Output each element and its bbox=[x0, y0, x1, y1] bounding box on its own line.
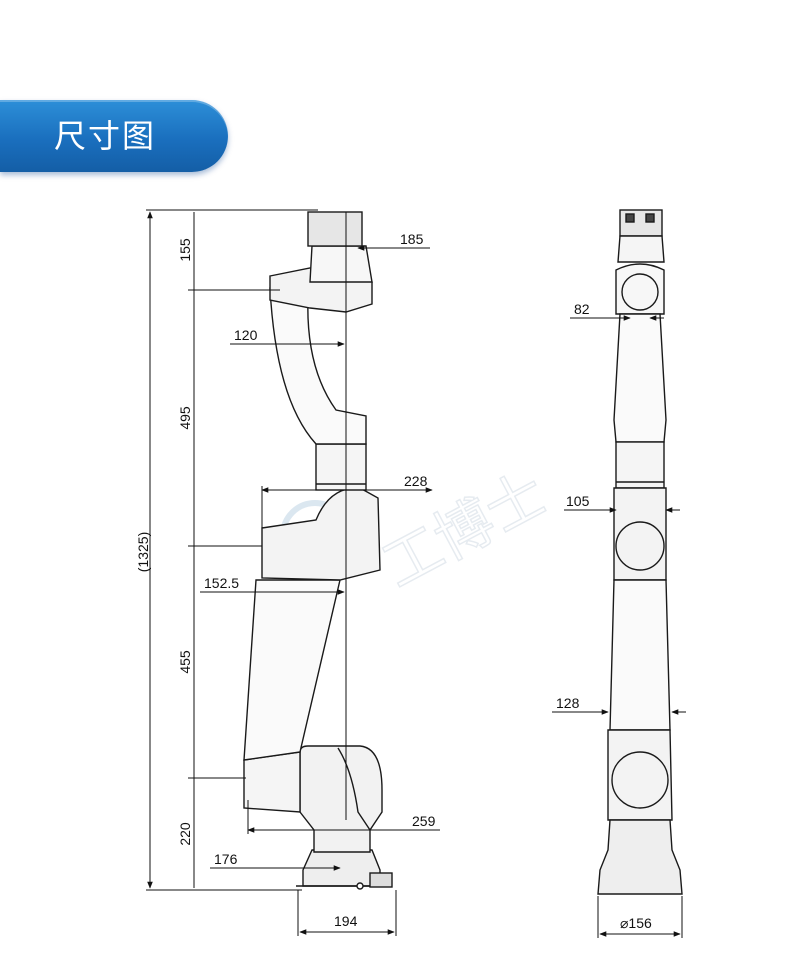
base-joint bbox=[299, 745, 383, 853]
section-banner: 尺寸图 bbox=[0, 100, 228, 172]
dim-wrist-offset: 185 bbox=[400, 231, 424, 247]
dim-front-elbow: 105 bbox=[566, 493, 590, 509]
watermark-text: 工博士 bbox=[373, 461, 557, 600]
front-view-dimension-labels: 82 105 128 ⌀156 bbox=[556, 301, 652, 931]
dim-elbow-width: 228 bbox=[404, 473, 428, 489]
dim-wrist-height: 155 bbox=[177, 238, 193, 262]
dim-lower-arm-length: 455 bbox=[177, 650, 193, 674]
dim-total-height: (1325) bbox=[135, 532, 151, 572]
front-lower-arm bbox=[609, 579, 671, 731]
dim-front-shoulder: 128 bbox=[556, 695, 580, 711]
base-connector bbox=[369, 872, 393, 888]
front-elbow-joint bbox=[613, 487, 667, 581]
dim-upper-arm-length: 495 bbox=[177, 406, 193, 430]
elbow-housing bbox=[315, 443, 367, 491]
dim-front-base-diameter: ⌀156 bbox=[620, 915, 652, 931]
lower-arm bbox=[243, 579, 341, 761]
front-base bbox=[597, 819, 683, 895]
dim-base-width: 194 bbox=[334, 913, 358, 929]
dim-base-offset: 176 bbox=[214, 851, 238, 867]
tool-flange bbox=[307, 211, 363, 247]
side-view-dimensions bbox=[146, 209, 440, 936]
front-elbow-housing bbox=[615, 441, 665, 489]
front-shoulder-joint bbox=[607, 729, 673, 821]
front-wrist-joint bbox=[615, 263, 665, 315]
banner-title: 尺寸图 bbox=[54, 118, 157, 154]
shoulder-joint bbox=[243, 751, 301, 813]
dim-base-joint: 259 bbox=[412, 813, 436, 829]
dim-lower-arm-offset: 152.5 bbox=[204, 575, 239, 591]
upper-arm bbox=[269, 268, 367, 445]
side-view-dimension-labels: (1325) 155 495 455 220 185 120 228 152.5… bbox=[135, 231, 436, 929]
dim-base-height: 220 bbox=[177, 822, 193, 846]
dim-front-wrist: 82 bbox=[574, 301, 590, 317]
front-view-robot bbox=[597, 209, 683, 895]
front-upper-arm bbox=[613, 313, 667, 443]
side-view-robot bbox=[243, 211, 393, 890]
wrist-flange bbox=[309, 245, 373, 283]
front-view-dimensions bbox=[552, 315, 686, 938]
dim-upper-arm-offset: 120 bbox=[234, 327, 258, 343]
